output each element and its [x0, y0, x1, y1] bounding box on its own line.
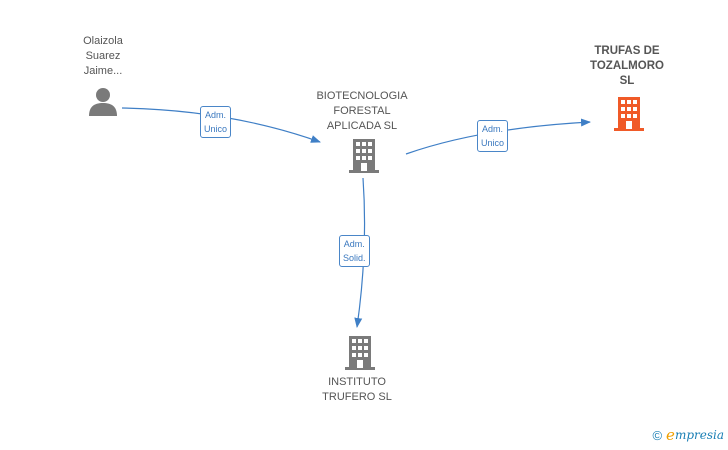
- empresia-brand: © e mpresia: [652, 426, 724, 444]
- trufas-node-label[interactable]: TRUFAS DE TOZALMORO SL: [577, 44, 677, 89]
- edge-label-person-to-biotecnologia[interactable]: Adm. Unico: [200, 106, 232, 138]
- label-line: Olaizola: [83, 35, 123, 47]
- brand-name: mpresia: [674, 428, 724, 442]
- label-line: Suarez: [85, 50, 121, 62]
- building-icon[interactable]: [614, 97, 644, 131]
- building-icon[interactable]: [345, 336, 375, 370]
- edge-label-line: Unico: [481, 138, 505, 148]
- label-line: TRUFERO SL: [322, 391, 392, 403]
- edge-label-line: Solid.: [343, 253, 366, 263]
- label-line: INSTITUTO: [328, 376, 386, 388]
- instituto-node-label[interactable]: INSTITUTO TRUFERO SL: [307, 375, 407, 405]
- edge-label-line: Unico: [204, 124, 228, 134]
- edge-label-biotecnologia-to-instituto[interactable]: Adm. Solid.: [339, 235, 370, 267]
- label-line: SL: [619, 75, 635, 87]
- edge-label-biotecnologia-to-trufas[interactable]: Adm. Unico: [477, 120, 509, 152]
- copyright-symbol: ©: [652, 427, 663, 443]
- brand-e-letter: e: [666, 426, 675, 444]
- edge-label-line: Adm.: [205, 110, 227, 120]
- person-node-label[interactable]: Olaizola Suarez Jaime...: [63, 34, 143, 79]
- biotecnologia-node-label[interactable]: BIOTECNOLOGIA FORESTAL APLICADA SL: [302, 89, 422, 134]
- person-icon[interactable]: [89, 88, 117, 116]
- label-line: TRUFAS DE: [594, 45, 660, 57]
- label-line: Jaime...: [83, 65, 123, 77]
- label-line: FORESTAL: [333, 105, 391, 117]
- label-line: APLICADA SL: [326, 120, 398, 132]
- building-icon[interactable]: [349, 139, 379, 173]
- edge-label-line: Adm.: [343, 239, 365, 249]
- label-line: TOZALMORO: [590, 60, 664, 72]
- label-line: BIOTECNOLOGIA: [316, 90, 408, 102]
- edge-label-line: Adm.: [482, 124, 504, 134]
